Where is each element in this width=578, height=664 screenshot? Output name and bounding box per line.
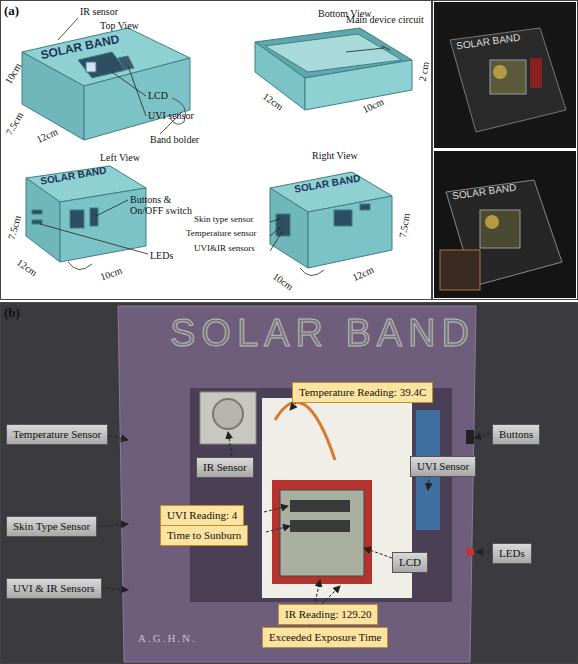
callout-text: Exceeded Exposure Time	[269, 631, 381, 643]
reading-callout: Exceeded Exposure Time	[262, 627, 388, 648]
part-label: Top View	[100, 20, 139, 31]
callout-text: Skin Type Sensor	[13, 520, 90, 532]
part-label: Buttons & On/OFF switch	[130, 194, 198, 216]
part-label: IR sensor	[80, 6, 118, 17]
part-label: Left View	[100, 152, 140, 163]
part-label: A.G.H.N.	[138, 632, 197, 644]
reading-callout: Time to Sunburn	[160, 525, 248, 546]
part-callout: Buttons	[492, 424, 540, 445]
leader-lines	[40, 18, 384, 254]
callout-text: Temperature Reading: 39.4C	[299, 386, 426, 398]
reading-callout: UVI Reading: 4	[160, 505, 244, 526]
callout-text: IR Sensor	[203, 461, 247, 473]
part-label: UVI&IR sensors	[194, 243, 255, 253]
callout-text: IR Reading: 129.20	[285, 608, 371, 620]
reading-callout: Temperature Reading: 39.4C	[292, 382, 433, 403]
device-photo	[434, 2, 576, 298]
part-callout: IR Sensor	[196, 457, 254, 478]
part-label: Temperature sensor	[186, 228, 257, 238]
part-callout: UVI Sensor	[410, 456, 476, 477]
part-label: LEDs	[150, 250, 173, 261]
callout-text: Temperature Sensor	[13, 428, 101, 440]
callout-text: Time to Sunburn	[167, 529, 241, 541]
part-callout: Skin Type Sensor	[6, 516, 97, 537]
part-label: Skin type sensor	[194, 214, 254, 224]
part-callout: Temperature Sensor	[6, 424, 108, 445]
leader-arrows	[100, 398, 490, 626]
part-label: SOLAR BAND	[170, 312, 475, 355]
cad-right-view	[270, 172, 392, 276]
part-label: Right View	[312, 150, 358, 161]
part-label: (b)	[4, 305, 20, 321]
callout-text: UVI Sensor	[417, 460, 469, 472]
panel-frame	[1, 303, 578, 664]
callout-text: Buttons	[499, 428, 533, 440]
part-label: LCD	[148, 90, 168, 101]
part-label: UVI sensor	[148, 110, 194, 121]
callout-text: UVI Reading: 4	[167, 509, 237, 521]
cad-top-view	[22, 28, 190, 140]
part-label: Main device circuit	[346, 14, 428, 25]
callout-text: UVI & IR Sensors	[13, 582, 95, 594]
device-photo	[1, 303, 577, 663]
panel-frame	[433, 1, 578, 300]
part-label: Band bolder	[150, 134, 199, 145]
callout-text: LEDs	[499, 547, 525, 559]
panel-frame	[1, 1, 432, 300]
callout-text: LCD	[399, 556, 421, 568]
part-callout: LCD	[392, 552, 428, 573]
part-label: (a)	[4, 3, 19, 19]
part-callout: UVI & IR Sensors	[6, 578, 102, 599]
reading-callout: IR Reading: 129.20	[278, 604, 378, 625]
part-callout: LEDs	[492, 543, 532, 564]
